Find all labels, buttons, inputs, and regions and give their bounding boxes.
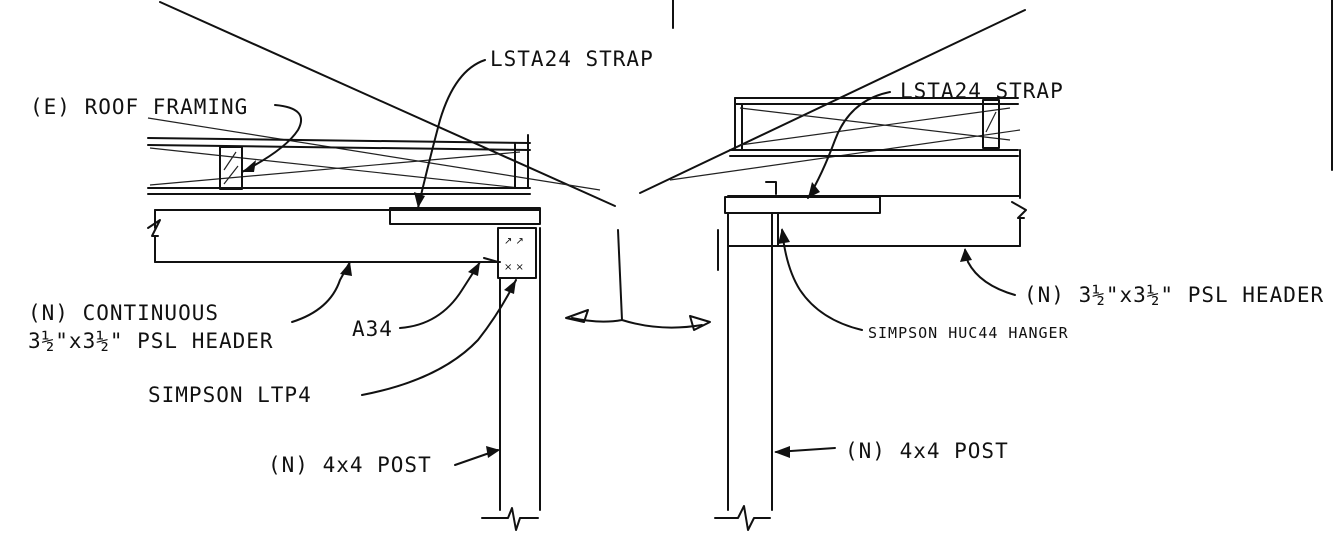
leader-a34 [399, 261, 481, 329]
right-strap-clip [765, 181, 777, 195]
left-4x4-post: ↗ ↗ × × [481, 227, 541, 531]
left-lsta24-strap [389, 207, 541, 225]
roof-slope-left [159, 1, 616, 207]
leader-ltp4 [361, 279, 517, 396]
right-lsta24-strap [724, 196, 881, 214]
leader-roof-framing [241, 104, 303, 173]
leader-header-right [960, 248, 1016, 296]
label-a34: A34 [352, 317, 393, 341]
label-header-left-line1: (N) CONTINUOUS [28, 301, 219, 325]
leader-huc-hanger [778, 228, 863, 331]
right-4x4-post [714, 212, 779, 531]
label-roof-framing: (E) ROOF FRAMING [30, 95, 248, 119]
leader-header-left [291, 261, 352, 323]
label-huc-hanger: SIMPSON HUC44 HANGER [868, 324, 1069, 342]
roof-slope-right [639, 9, 1026, 194]
leader-strap-left [414, 59, 486, 209]
label-strap-right: LSTA24 STRAP [900, 79, 1064, 103]
left-roof-framing [147, 134, 531, 195]
label-header-left-line2: 3½"x3½" PSL HEADER [28, 329, 274, 353]
right-roof-framing [729, 97, 1019, 157]
leader-post-left [454, 446, 500, 466]
svg-text:× ×: × × [504, 262, 524, 273]
label-strap-left: LSTA24 STRAP [490, 47, 654, 71]
center-pointer-arrows [565, 229, 711, 331]
leader-strap-right [807, 91, 891, 199]
right-rafter-block [982, 99, 1000, 149]
svg-text:↗ ↗: ↗ ↗ [504, 236, 524, 247]
label-post-right: (N) 4x4 POST [845, 439, 1009, 463]
left-psl-header [147, 209, 541, 263]
label-ltp4: SIMPSON LTP4 [148, 383, 312, 407]
label-post-left: (N) 4x4 POST [268, 453, 432, 477]
leader-post-right [774, 446, 836, 458]
label-header-right: (N) 3½"x3½" PSL HEADER [1024, 283, 1324, 307]
roof-slope-left-lower [147, 117, 601, 191]
left-rafter-block [219, 146, 243, 190]
